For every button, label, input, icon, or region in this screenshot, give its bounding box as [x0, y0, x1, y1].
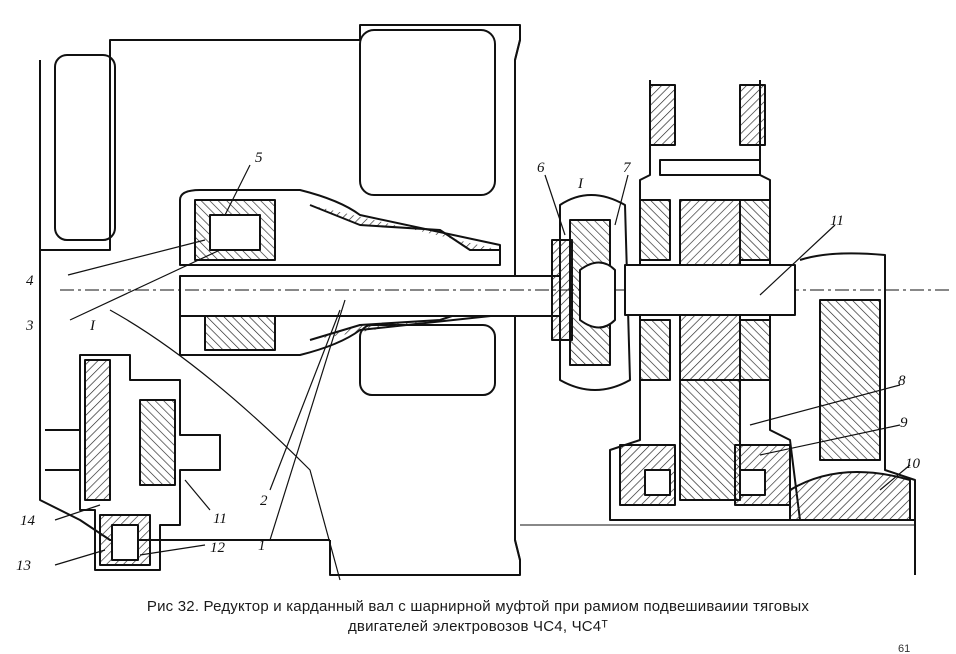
- callout-3: 3: [25, 318, 34, 334]
- callout-2: 2: [260, 493, 268, 509]
- callout-1: 1: [258, 538, 266, 554]
- callout-8: 8: [898, 373, 906, 389]
- leader-lines: [54, 164, 911, 566]
- callout-7: 7: [623, 160, 632, 176]
- callout-6: 6: [537, 160, 545, 176]
- traction-motor-frame: [39, 24, 521, 576]
- cardan-shaft-housing: [179, 189, 501, 356]
- detail-view-I: [45, 354, 221, 571]
- callout-12: 12: [210, 540, 226, 556]
- break-line: [109, 309, 341, 581]
- callout-10: 10: [905, 456, 921, 472]
- cardan-shaft: [60, 275, 950, 317]
- hinged-coupling: [551, 194, 631, 391]
- callout-13: 13: [16, 558, 31, 574]
- callout-4: 4: [26, 273, 34, 289]
- gearbox-casing: [609, 80, 801, 521]
- page-corner-mark: 61: [898, 643, 910, 654]
- callout-11-detail: 11: [213, 511, 227, 527]
- callout-9: 9: [900, 415, 908, 431]
- callout-11-main: 11: [830, 213, 844, 229]
- section-label-I: I: [577, 176, 584, 192]
- detail-label-I: I: [89, 318, 96, 334]
- figure-caption-line-2: двигателей электровозов ЧС4, ЧС4ᵀ: [347, 618, 609, 635]
- figure-caption-line-1: Рис 32. Редуктор и карданный вал с шарни…: [146, 598, 810, 615]
- callout-5: 5: [255, 150, 263, 166]
- callout-14: 14: [20, 513, 36, 529]
